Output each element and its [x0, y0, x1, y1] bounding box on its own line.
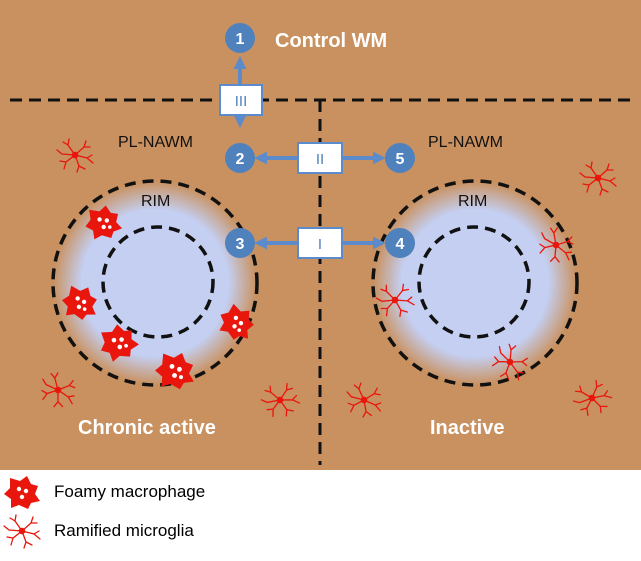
inactive-label: Inactive	[430, 417, 504, 439]
inactive-rim-area	[373, 181, 577, 385]
chronic-active-core-border	[101, 225, 215, 339]
pl-nawm-right-label: PL-NAWM	[428, 134, 503, 151]
foamy-macrophage-icon	[4, 476, 40, 509]
chronic-active-outer-border	[51, 179, 259, 387]
rim-left-label: RIM	[141, 193, 170, 210]
legend-foamy: Foamy macrophage	[0, 474, 205, 510]
chronic-active-label: Chronic active	[78, 417, 216, 439]
node-3: 3	[225, 228, 255, 258]
svg-text:2: 2	[236, 151, 245, 168]
comparison-box-iii: III	[219, 84, 263, 116]
node-1: 1	[225, 23, 255, 53]
node-5: 5	[385, 143, 415, 173]
comparison-box-ii: II	[297, 142, 343, 174]
inactive-outer-border	[371, 179, 579, 387]
svg-text:3: 3	[236, 236, 245, 253]
inactive-core-border	[417, 225, 531, 339]
ramified-microglia-icon	[3, 514, 41, 549]
comparison-label-iii: III	[235, 93, 248, 110]
comparison-box-i: I	[297, 227, 343, 259]
svg-text:5: 5	[396, 151, 405, 168]
svg-text:1: 1	[236, 31, 245, 48]
legend-foamy-label: Foamy macrophage	[54, 482, 206, 501]
rim-right-label: RIM	[458, 193, 487, 210]
comparison-label-i: I	[318, 236, 322, 253]
node-4: 4	[385, 228, 415, 258]
comparison-label-ii: II	[316, 151, 324, 168]
control-wm-label: Control WM	[275, 30, 387, 52]
svg-text:4: 4	[396, 236, 405, 253]
legend-ramified: Ramified microglia	[0, 512, 194, 550]
pl-nawm-left-label: PL-NAWM	[118, 134, 193, 151]
node-2: 2	[225, 143, 255, 173]
legend-ramified-label: Ramified microglia	[54, 521, 194, 540]
